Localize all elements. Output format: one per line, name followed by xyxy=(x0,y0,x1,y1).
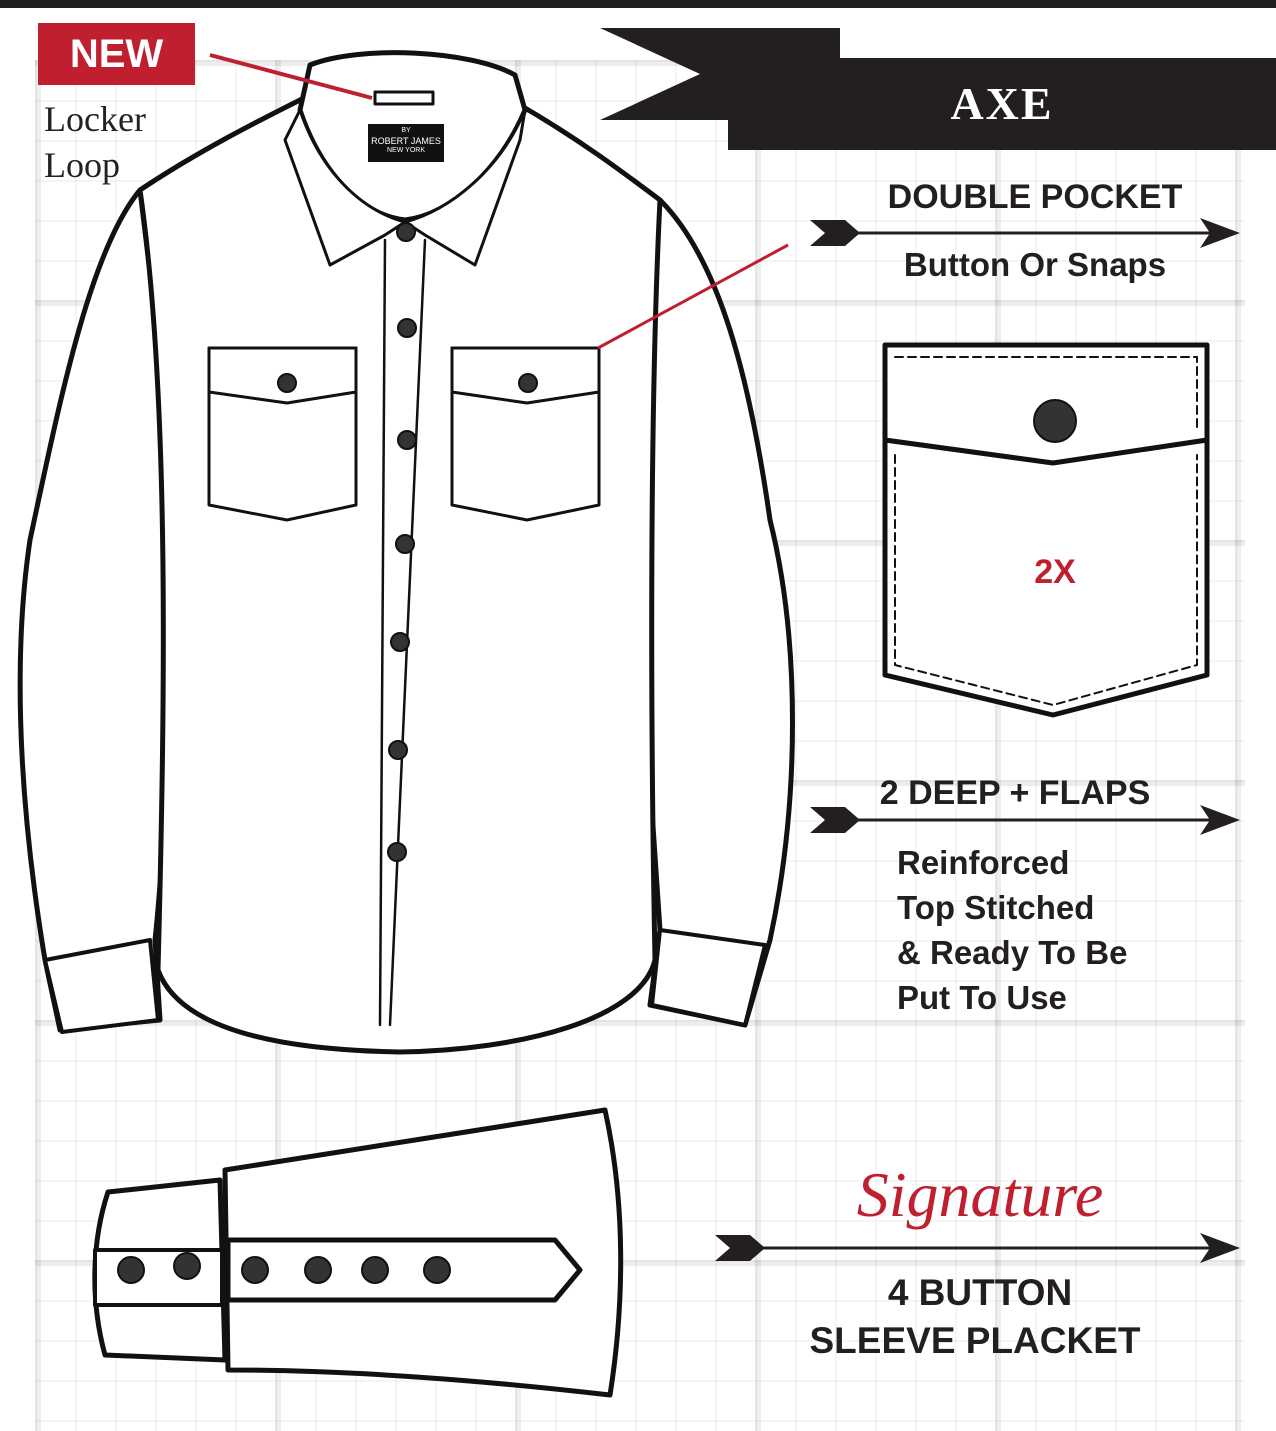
placket xyxy=(378,238,427,1027)
button xyxy=(277,373,297,393)
button xyxy=(397,430,417,450)
button xyxy=(390,632,410,652)
button xyxy=(395,534,415,554)
shirt-body xyxy=(137,92,663,1055)
button xyxy=(518,373,538,393)
collar-right xyxy=(403,108,527,267)
sleeve-line2: SLEEVE PLACKET xyxy=(809,1320,1141,1361)
button xyxy=(397,318,417,338)
locker-loop-pointer xyxy=(209,53,373,100)
label-tag-brand: ROBERT JAMES xyxy=(371,136,441,146)
label-tag-text: BY ROBERT JAMES NEW YORK xyxy=(368,126,444,156)
left-cuff xyxy=(43,938,160,1034)
double-pocket-title: DOUBLE POCKET xyxy=(887,178,1183,216)
button xyxy=(241,1256,269,1284)
flaps-line: Put To Use xyxy=(897,979,1067,1016)
right-cuff xyxy=(650,928,767,1027)
pocket-count: 2X xyxy=(1034,553,1076,591)
collar-left xyxy=(283,108,407,267)
flaps-line: & Ready To Be xyxy=(897,934,1128,971)
sleeve-cuff-band xyxy=(93,1248,224,1307)
flaps-title: 2 DEEP + FLAPS xyxy=(879,774,1151,812)
label-tag-line1: BY xyxy=(401,127,411,134)
double-pocket-subtitle: Button Or Snaps xyxy=(903,246,1167,283)
label-tag xyxy=(368,124,444,162)
buttons xyxy=(117,222,1077,1284)
signature-script: Signature xyxy=(856,1159,1104,1230)
arrow-flaps xyxy=(810,805,1240,835)
product-title-banner: AXE xyxy=(728,58,1276,150)
button xyxy=(173,1252,201,1280)
button xyxy=(1033,399,1077,443)
arrow-double-pocket xyxy=(810,218,1240,248)
button xyxy=(361,1256,389,1284)
arrow-sleeve xyxy=(715,1233,1240,1263)
button xyxy=(388,740,408,760)
top-bar xyxy=(0,0,1276,8)
locker-loop xyxy=(373,90,435,106)
flaps-line: Reinforced xyxy=(897,844,1070,881)
button xyxy=(396,222,416,242)
new-badge: NEW xyxy=(38,23,195,85)
sleeve-placket-detail xyxy=(225,1237,583,1303)
flaps-line: Top Stitched xyxy=(897,889,1095,926)
pocket-stitching xyxy=(894,356,1198,706)
locker-loop-label: Locker Loop xyxy=(44,96,146,188)
flaps-description: Reinforced Top Stitched & Ready To Be Pu… xyxy=(897,840,1127,1020)
locker-loop-line2: Loop xyxy=(44,145,120,185)
locker-loop-line1: Locker xyxy=(44,99,146,139)
button xyxy=(387,842,407,862)
button xyxy=(117,1256,145,1284)
label-tag-line3: NEW YORK xyxy=(387,147,425,154)
button xyxy=(423,1256,451,1284)
button xyxy=(304,1256,332,1284)
sleeve-line1: 4 BUTTON xyxy=(887,1272,1073,1313)
pocket-pointer xyxy=(597,243,789,350)
